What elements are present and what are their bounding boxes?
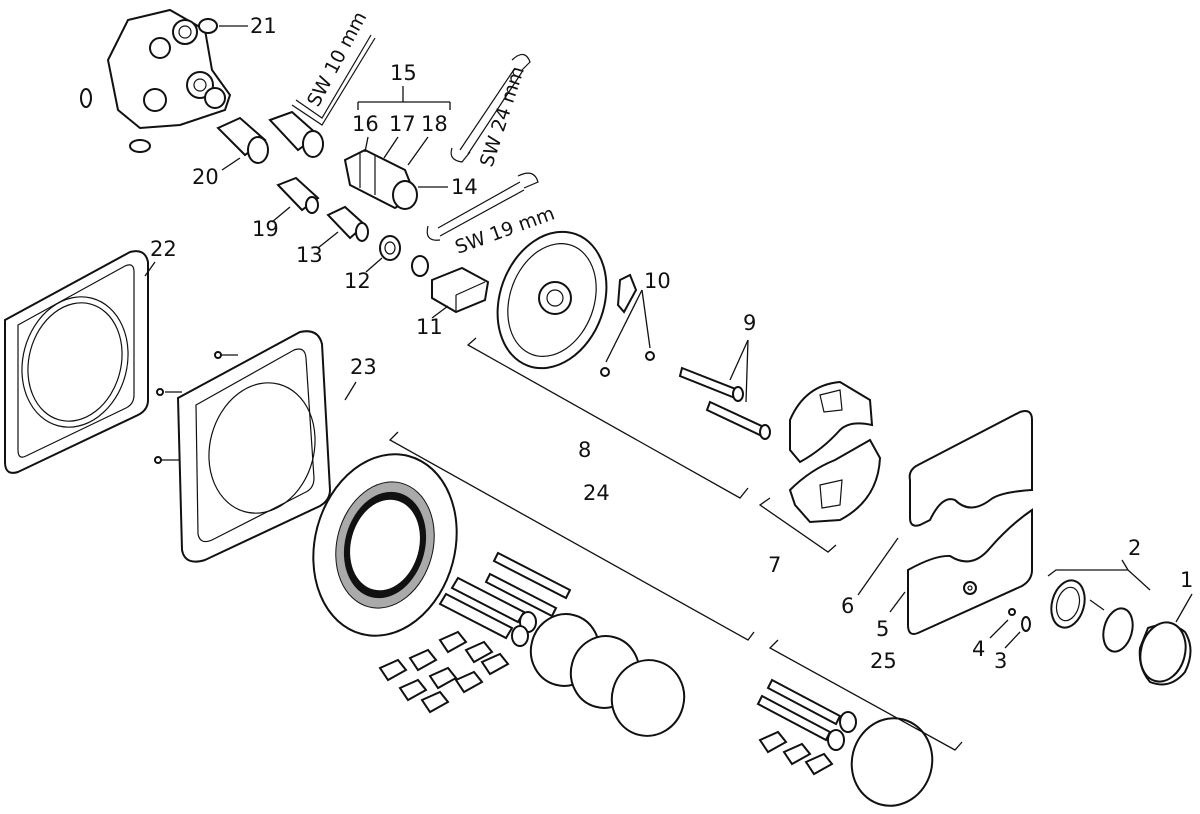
label-2: 2 xyxy=(1128,536,1141,560)
label-4: 4 xyxy=(972,637,985,661)
part-19-check-valve xyxy=(276,176,320,214)
wrench-24-label: SW 24 mm xyxy=(476,64,529,170)
label-16: 16 xyxy=(352,112,379,136)
part-24-extension-set xyxy=(312,453,686,737)
label-20: 20 xyxy=(192,165,219,189)
part-3-o-ring xyxy=(1021,616,1031,632)
label-8: 8 xyxy=(578,438,591,462)
label-3: 3 xyxy=(994,649,1007,673)
part-11-clip-block xyxy=(431,266,490,314)
label-24: 24 xyxy=(583,481,610,505)
label-1: 1 xyxy=(1180,568,1193,592)
part-22-square-frame xyxy=(4,250,149,474)
part-4-screw xyxy=(1008,608,1016,616)
wrench-19-tool xyxy=(426,172,539,241)
part-1-knob xyxy=(1138,621,1192,686)
label-22: 22 xyxy=(150,237,177,261)
part-15-thermostat-cartridge xyxy=(343,148,418,210)
part-6-cover-plate xyxy=(908,410,1033,527)
part-25-extension-kit xyxy=(756,678,934,807)
label-17: 17 xyxy=(389,112,416,136)
label-10: 10 xyxy=(644,269,671,293)
label-25: 25 xyxy=(870,649,897,673)
label-11: 11 xyxy=(416,315,443,339)
part-5-cover-plate xyxy=(907,508,1033,635)
part-20-check-valve xyxy=(216,110,324,164)
label-5: 5 xyxy=(876,617,889,641)
part-7-split-plate xyxy=(788,380,882,524)
part-12-nut xyxy=(379,235,429,277)
label-12: 12 xyxy=(344,269,371,293)
hex-key-tool xyxy=(291,34,376,126)
label-15: 15 xyxy=(390,61,417,85)
label-19: 19 xyxy=(252,217,279,241)
label-18: 18 xyxy=(421,112,448,136)
label-21: 21 xyxy=(250,14,277,38)
hex-key-label: SW 10 mm xyxy=(303,8,371,110)
label-13: 13 xyxy=(296,243,323,267)
part-23-installation-frame xyxy=(154,330,332,563)
label-7: 7 xyxy=(768,553,781,577)
label-6: 6 xyxy=(841,594,854,618)
label-14: 14 xyxy=(451,175,478,199)
part-2-handle-adapter xyxy=(1050,579,1134,653)
part-9-screws xyxy=(678,366,771,440)
wrench-24-tool xyxy=(450,53,531,163)
part-13-stop-valve xyxy=(326,205,369,242)
label-23: 23 xyxy=(350,355,377,379)
part-8-mounting-plate xyxy=(496,230,655,377)
label-9: 9 xyxy=(743,311,756,335)
part-21-valve-body xyxy=(80,8,232,153)
